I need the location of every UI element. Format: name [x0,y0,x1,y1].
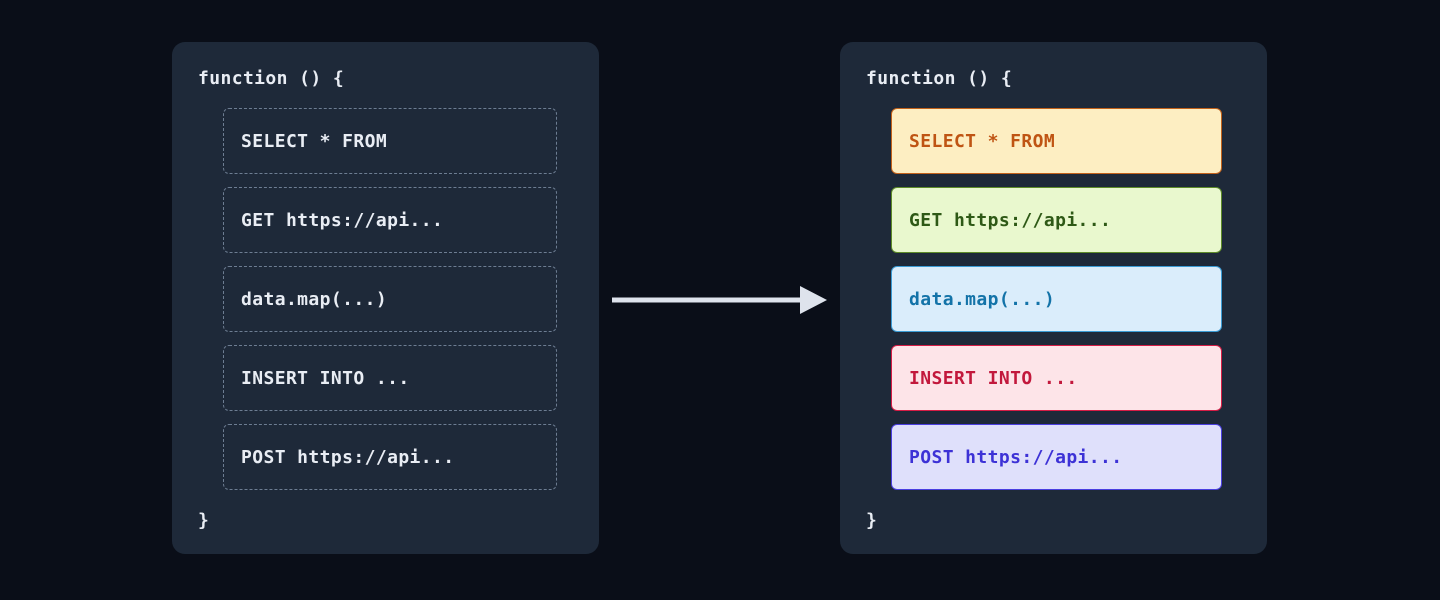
left-statement-box-5[interactable]: POST https://api... [223,424,557,490]
unhighlighted-code-panel: function () { SELECT * FROM GET https://… [172,42,599,554]
left-statement-list: SELECT * FROM GET https://api... data.ma… [223,108,573,490]
transformation-arrow [610,282,830,318]
highlight-box-sql-insert[interactable]: INSERT INTO ... [891,345,1222,411]
highlighted-code-panel: function () { SELECT * FROM GET https://… [840,42,1267,554]
highlight-box-http-get[interactable]: GET https://api... [891,187,1222,253]
right-function-open-line: function () { [866,68,1013,89]
left-statement-box-2[interactable]: GET https://api... [223,187,557,253]
highlight-text-sql-select: SELECT * FROM [909,130,1056,152]
highlight-box-http-post[interactable]: POST https://api... [891,424,1222,490]
left-statement-text-4: INSERT INTO ... [241,367,410,389]
highlight-text-http-post: POST https://api... [909,446,1123,468]
left-statement-text-1: SELECT * FROM [241,130,388,152]
left-statement-text-5: POST https://api... [241,446,455,468]
right-statement-list: SELECT * FROM GET https://api... data.ma… [891,108,1241,490]
left-statement-box-4[interactable]: INSERT INTO ... [223,345,557,411]
left-function-close-line: } [198,510,210,531]
left-statement-text-3: data.map(...) [241,288,388,310]
arrow-right-icon [612,286,827,314]
left-statement-text-2: GET https://api... [241,209,444,231]
highlight-text-js-map: data.map(...) [909,288,1056,310]
highlight-box-sql-select[interactable]: SELECT * FROM [891,108,1222,174]
arrow-head [800,286,827,314]
highlight-text-http-get: GET https://api... [909,209,1112,231]
right-function-close-line: } [866,510,878,531]
left-statement-box-3[interactable]: data.map(...) [223,266,557,332]
highlight-text-sql-insert: INSERT INTO ... [909,367,1078,389]
left-statement-box-1[interactable]: SELECT * FROM [223,108,557,174]
left-function-open-line: function () { [198,68,345,89]
highlight-box-js-map[interactable]: data.map(...) [891,266,1222,332]
